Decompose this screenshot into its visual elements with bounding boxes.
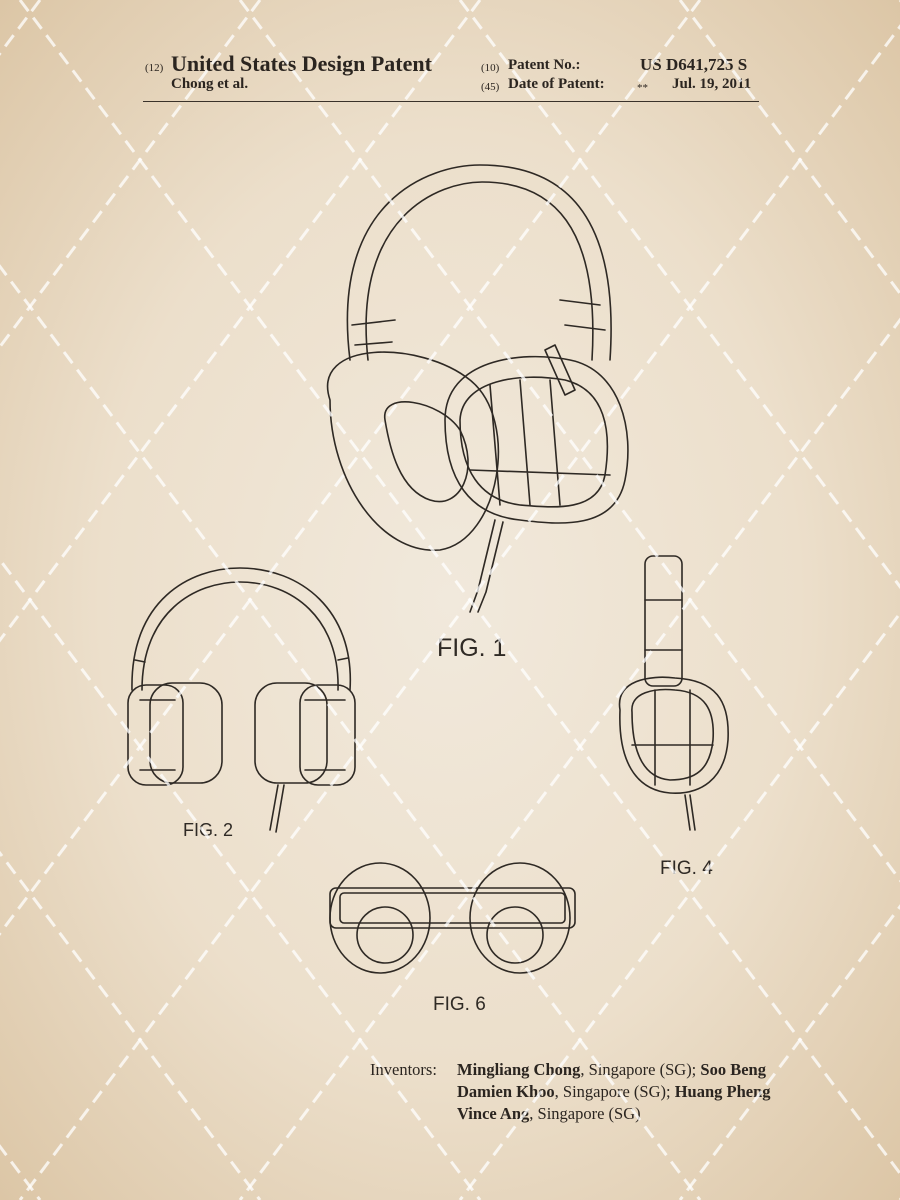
inventor-location: , Singapore (SG);: [554, 1082, 671, 1101]
fig6-headphones-drawing: [329, 862, 576, 974]
fig4-headphones-drawing: [618, 555, 729, 831]
inventor-location: , Singapore (SG);: [580, 1060, 701, 1079]
fig2-headphones-drawing: [127, 567, 356, 833]
inventors-label: Inventors:: [370, 1060, 437, 1079]
fig4-label: FIG. 4: [660, 858, 713, 879]
fig1-headphones-drawing: [326, 164, 629, 613]
inventor-name: Mingliang Chong: [457, 1060, 581, 1079]
inventors-list: Mingliang Chong, Singapore (SG); Soo Ben…: [457, 1059, 787, 1125]
inventor-location: , Singapore (SG): [529, 1104, 641, 1123]
fig2-label: FIG. 2: [183, 820, 234, 840]
fig1-label: FIG. 1: [437, 634, 507, 662]
fig6-label: FIG. 6: [433, 994, 486, 1015]
